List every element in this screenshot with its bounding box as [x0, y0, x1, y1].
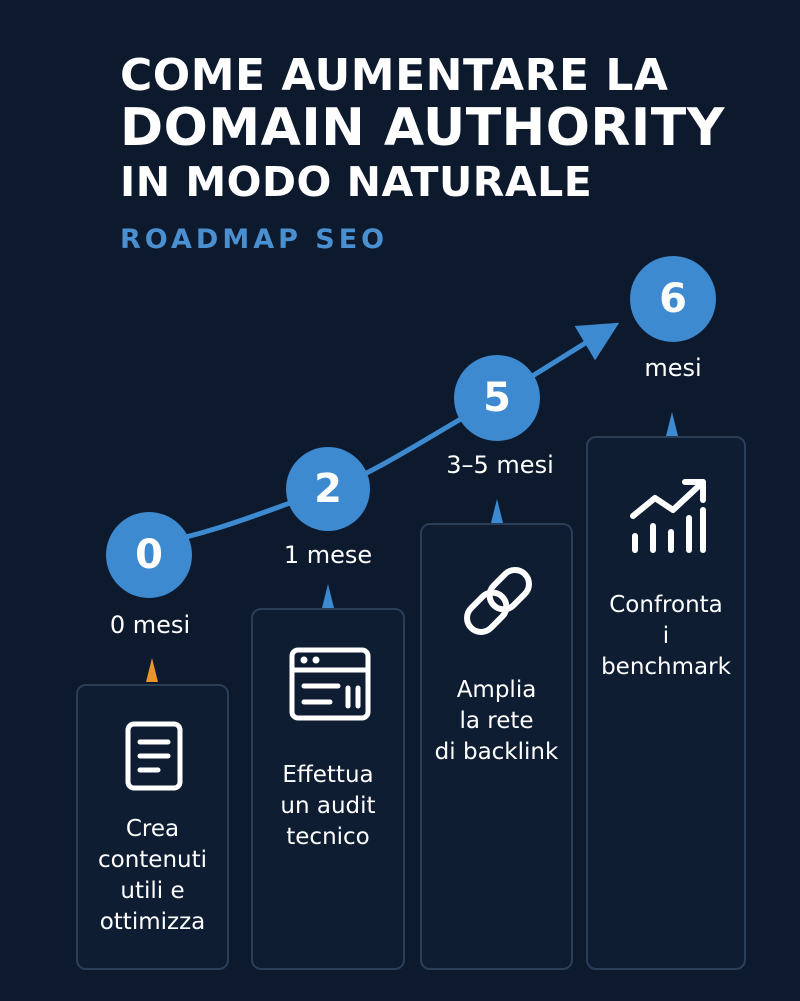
step-pointer-1 [322, 584, 334, 608]
step-text-2: Amplia la rete di backlink [434, 677, 559, 765]
title-line-1: COME AUMENTARE LA [120, 50, 669, 101]
step-pointer-3 [666, 412, 678, 436]
step-card-3: Confronta i benchmark [586, 436, 746, 970]
step-card-2: Amplia la rete di backlink [420, 523, 573, 970]
step-label-3: mesi [644, 354, 702, 382]
step-card-0: Crea contenuti utili e ottimizza [76, 684, 229, 970]
step-card-1: Effettua un audit tecnico [251, 608, 405, 970]
growth-arrow [147, 322, 620, 548]
browser-window-icon [289, 647, 371, 721]
title-line-2: DOMAIN AUTHORITY [120, 98, 725, 158]
title-line-3: IN MODO NATURALE [120, 158, 593, 206]
step-label-0: 0 mesi [109, 611, 191, 639]
growth-chart-icon [630, 479, 706, 553]
step-number-1: 2 [286, 447, 370, 531]
step-text-1: Effettua un audit tecnico [280, 762, 376, 850]
subtitle: ROADMAP SEO [120, 224, 389, 255]
step-number-2: 5 [454, 355, 540, 441]
step-number-0: 0 [106, 512, 192, 598]
step-number-3: 6 [630, 256, 716, 342]
step-label-2: 3–5 mesi [446, 451, 554, 479]
step-pointer-0 [146, 658, 158, 682]
link-icon [464, 567, 532, 635]
step-label-1: 1 mese [283, 541, 373, 569]
step-text-0: Crea contenuti utili e ottimizza [97, 816, 208, 935]
step-pointer-2 [491, 499, 503, 523]
document-icon [125, 721, 183, 791]
step-text-3: Confronta i benchmark [601, 592, 731, 680]
